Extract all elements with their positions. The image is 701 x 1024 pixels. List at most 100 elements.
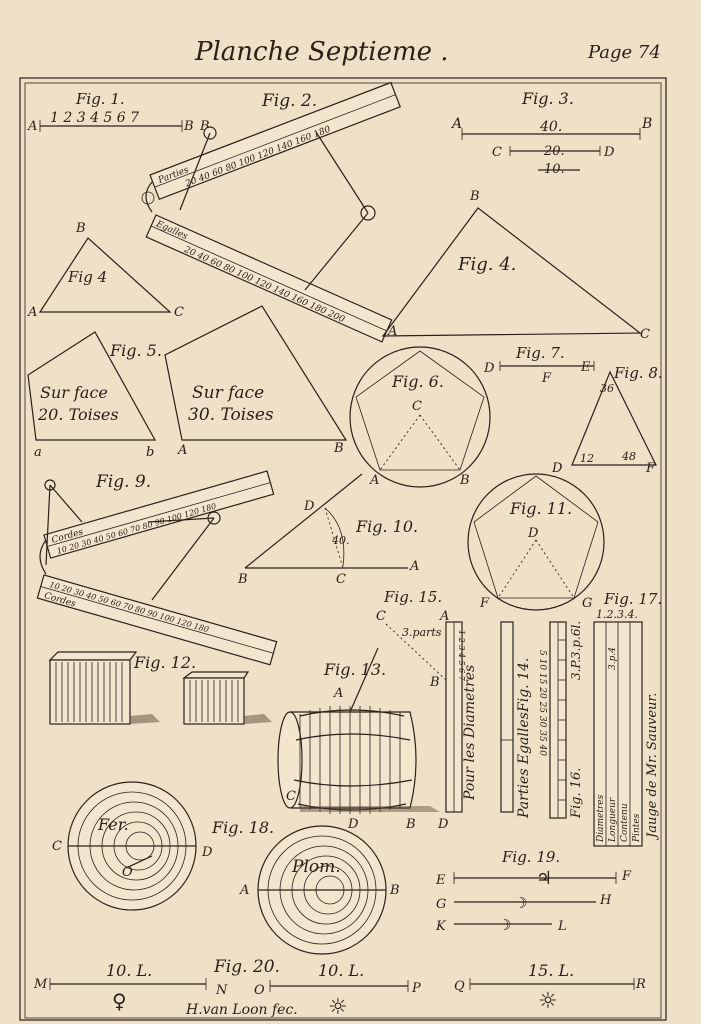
fig20-point-m: M <box>33 977 48 992</box>
fig17-label: Fig. 17. <box>603 590 662 608</box>
fig13-barrel: Fig. 13. A C D B D <box>277 647 449 832</box>
fig8-point-d: D <box>551 461 563 476</box>
fig14-caption: Parties Egalles <box>516 712 532 819</box>
fig8-side-36: 36 <box>600 382 614 395</box>
fig20-label: Fig. 20. <box>213 957 280 977</box>
plate-inner-border <box>24 82 662 1019</box>
page-number: Page 74 <box>587 42 661 63</box>
fig1-scale: Fig. 1. 1 2 3 4 5 6 7 A B <box>27 90 194 134</box>
moon-symbol-icon: ☽ <box>514 894 527 912</box>
fig4-small-label: Fig 4 <box>67 268 107 286</box>
fig5-point-b: B <box>333 441 344 456</box>
fig5-left-line2: 20. Toises <box>37 405 119 424</box>
fig5-label: Fig. 5. <box>109 341 162 360</box>
fig14-equal-parts-rule: Parties Egalles Fig. 14. <box>500 621 532 819</box>
fig8-side-12: 12 <box>580 452 594 465</box>
fig3-point-a: A <box>450 116 462 132</box>
fig13-point-d: D <box>347 817 359 832</box>
fig20-point-o: O <box>254 983 265 998</box>
fig3-label: Fig. 3. <box>521 89 574 108</box>
fig19-point-f: F <box>621 869 632 884</box>
fig2-point-b: B <box>199 119 210 134</box>
fig20-point-n: N <box>215 983 228 998</box>
fig20-length-1: 10. L. <box>106 961 152 980</box>
fig15-point-b: B <box>429 675 440 690</box>
fig15-diameter-gauge: Fig. 15. C A 3.parts B 1 2 3 4 5 6 7 Pou… <box>376 588 478 813</box>
fig18-point-d: D <box>201 845 213 860</box>
fig7-line: Fig. 7. D E F <box>483 344 595 386</box>
fig19-point-k: K <box>435 919 447 934</box>
fig4-big-point-b: B <box>469 189 480 204</box>
sun-symbol-icon-2: ☼ <box>538 989 558 1014</box>
fig15-point-c: C <box>376 609 386 624</box>
fig14-label: Fig. 14. <box>516 658 532 713</box>
moon-symbol-icon-2: ☽ <box>498 916 511 934</box>
fig15-caption: Pour les Diametres <box>462 665 478 801</box>
fig13-point-d2: D <box>437 817 449 832</box>
fig10-label: Fig. 10. <box>355 517 418 536</box>
fig16-marks: 3.P.3.p.6l. <box>569 621 583 680</box>
venus-symbol-icon: ♀ <box>112 989 127 1013</box>
fig2-label: Fig. 2. <box>261 91 317 111</box>
fig1-point-b: B <box>183 119 194 134</box>
fig15-scale: 1 2 3 4 5 6 7 <box>457 630 466 682</box>
fig11-point-g: G <box>582 596 592 611</box>
fig11-label: Fig. 11. <box>509 499 572 518</box>
fig7-point-e: E <box>580 360 591 375</box>
fig11-pentagon-in-circle: Fig. 11. D F G <box>467 473 605 611</box>
fig16-graduated-rule: 5 10 15 20 25 30 35 40 3.P.3.p.6l. Fig. … <box>537 621 584 819</box>
fig17-side-mark: 3.p.4 <box>608 647 618 670</box>
fig13-point-c: C <box>286 789 296 804</box>
fig8-point-f: F <box>645 461 656 476</box>
plate-title: Planche Septieme . <box>194 37 449 67</box>
fig7-point-f: F <box>541 371 552 386</box>
fig17-col-1: Diametres <box>596 794 606 843</box>
fig18-point-o: O <box>122 865 133 880</box>
fig18-label: Fig. 18. <box>211 818 274 837</box>
fig5-left-line1: Sur face <box>40 383 108 402</box>
engraver-credit: H.van Loon fec. <box>185 1002 298 1018</box>
jupiter-symbol-icon: ♃ <box>536 868 552 889</box>
fig12-label: Fig. 12. <box>133 653 196 672</box>
fig10-point-d: D <box>303 499 315 514</box>
fig20-length-3: 15. L. <box>528 961 574 980</box>
fig19-point-g: G <box>436 897 446 912</box>
fig16-scale: 5 10 15 20 25 30 35 40 <box>537 650 547 756</box>
fig18-point-c: C <box>52 839 62 854</box>
fig11-point-f: F <box>479 596 490 611</box>
fig4-big-point-c: C <box>640 327 650 342</box>
fig19-lines: Fig. 19. E F ♃ G H ☽ K L ☽ <box>435 848 632 934</box>
fig15-parts: 3.parts <box>402 626 442 639</box>
fig4-small-triangle: Fig 4 A B C <box>27 221 184 320</box>
fig3-lines: Fig. 3. A B 40. C D 20. 10. <box>450 89 652 177</box>
fig8-triangle: Fig. 8. 36 12 48 D F <box>551 364 663 476</box>
fig10-point-a: A <box>409 559 419 574</box>
fig17-col-3: Contenu <box>620 803 630 842</box>
fig4-big-point-a: A <box>387 324 397 339</box>
fig4-small-point-c: C <box>174 305 184 320</box>
fig5-surfaces: Fig. 5. Sur face 20. Toises Sur face 30.… <box>27 305 348 460</box>
fig3-point-d: D <box>603 145 615 160</box>
fig6-point-c: C <box>412 399 422 414</box>
fig3-value-40: 40. <box>539 119 562 135</box>
fig13-point-a: A <box>333 686 343 701</box>
fig4-small-point-a: A <box>27 305 37 320</box>
fig20-point-p: P <box>411 981 421 996</box>
fig9-label: Fig. 9. <box>95 472 151 492</box>
fig17-caption: Jauge de Mr. Sauveur. <box>645 693 660 841</box>
fig15-point-a: A <box>439 609 449 624</box>
fig4-big-triangle: Fig. 4. A B C <box>381 189 650 342</box>
fig4-big-label: Fig. 4. <box>457 254 516 275</box>
fig5-point-a-small: a <box>34 445 42 460</box>
fig6-point-a: A <box>369 473 379 488</box>
fig17-col-4: Pintes <box>632 813 642 843</box>
plate-outer-border <box>19 77 667 1021</box>
fig5-point-b-small: b <box>146 445 154 460</box>
fig1-scale-numbers: 1 2 3 4 5 6 7 <box>50 110 139 126</box>
fig6-label: Fig. 6. <box>391 372 444 391</box>
fig19-point-h: H <box>599 893 612 908</box>
sun-symbol-icon: ☼ <box>328 995 348 1020</box>
fig9-compass-of-chords: Fig. 9. Cordes 10 20 30 40 50 60 70 80 9… <box>36 470 278 666</box>
fig4-small-point-b: B <box>75 221 86 236</box>
